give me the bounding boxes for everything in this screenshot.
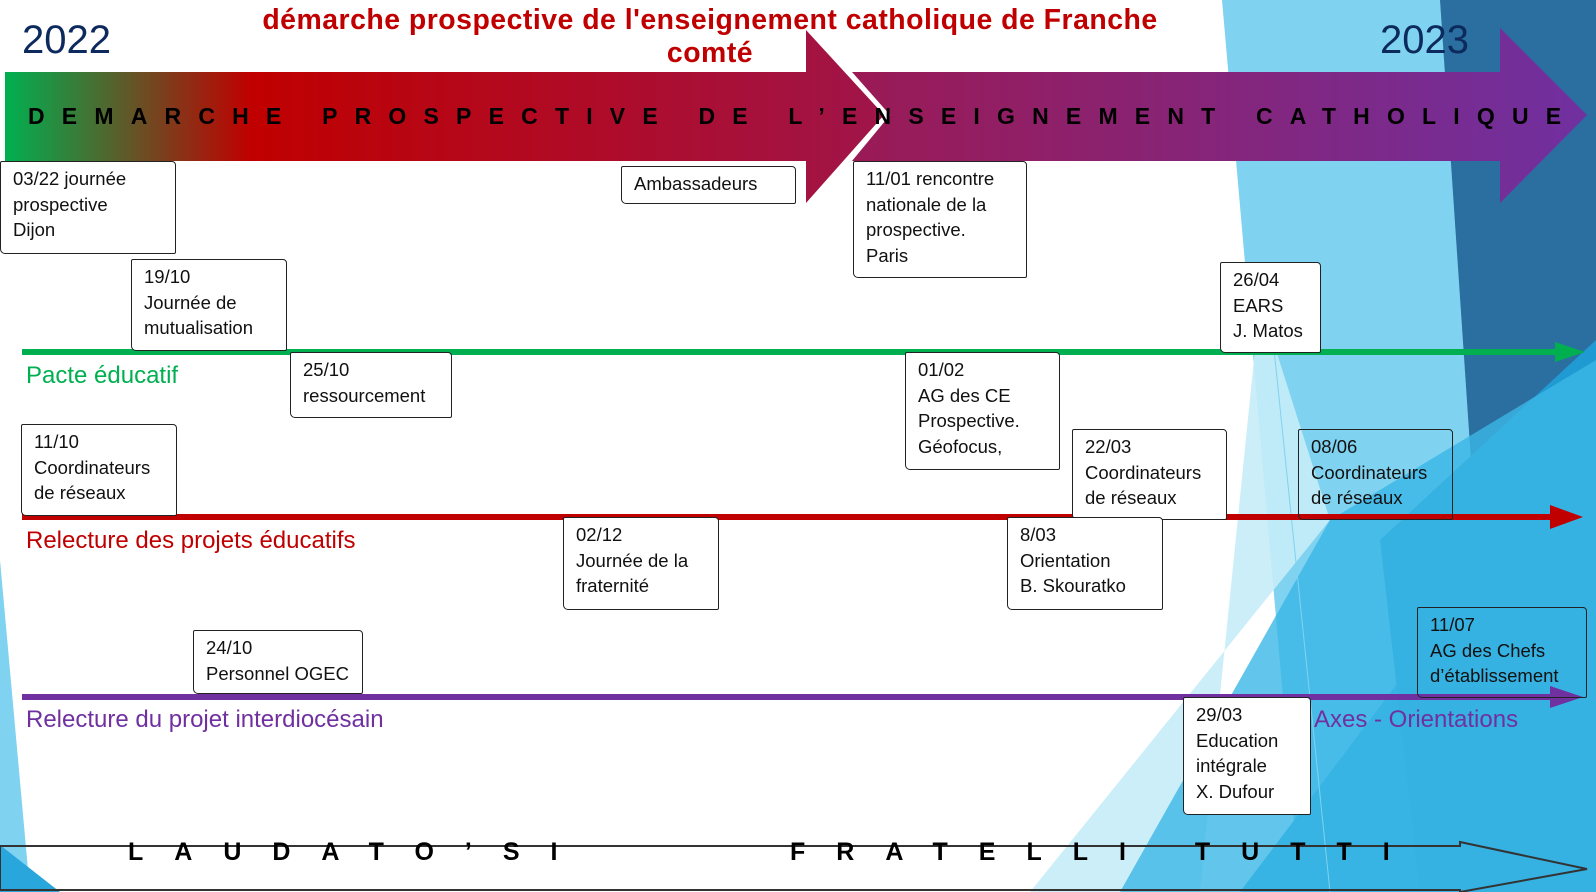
fratelli-tutti-text: FRATELLI TUTTI xyxy=(790,838,1421,866)
red-arrow-head xyxy=(1550,505,1583,529)
track-label-projets: Relecture des projets éducatifs xyxy=(26,527,356,554)
page-title: démarche prospective de l'enseignement c… xyxy=(262,4,1158,69)
event-box: 24/10 Personnel OGEC xyxy=(193,630,363,694)
track-label-pacte: Pacte éducatif xyxy=(26,362,179,389)
event-box: 8/03 Orientation B. Skouratko xyxy=(1007,517,1163,610)
green-arrow-head xyxy=(1555,342,1585,362)
event-box: 26/04 EARS J. Matos xyxy=(1220,262,1321,353)
year-start: 2022 xyxy=(22,18,111,62)
event-box: Ambassadeurs xyxy=(621,166,796,204)
track-label-interdiocesain: Relecture du projet interdiocésain xyxy=(26,706,384,733)
event-box: 11/10 Coordinateurs de réseaux xyxy=(21,424,177,516)
track-line-projets xyxy=(22,514,1557,520)
banner-arrow-2022 xyxy=(5,30,884,203)
track-line-pacte xyxy=(22,349,1562,355)
event-box: 08/06 Coordinateurs de réseaux xyxy=(1298,429,1453,520)
year-end: 2023 xyxy=(1380,18,1469,62)
event-box: 11/01 rencontre nationale de la prospect… xyxy=(853,161,1027,278)
event-box: 22/03 Coordinateurs de réseaux xyxy=(1072,429,1227,520)
banner-arrow-2023 xyxy=(852,28,1587,203)
event-box: 11/07 AG des Chefs d’établissement xyxy=(1417,607,1587,698)
event-box: 02/12 Journée de la fraternité xyxy=(563,517,719,610)
event-box: 19/10 Journée de mutualisation xyxy=(131,259,287,351)
bottom-arrow xyxy=(0,840,1588,892)
banner-text: DEMARCHE PROSPECTIVE DE L’ENSEIGNEMENT C… xyxy=(28,103,1579,129)
event-box: 03/22 journée prospective Dijon xyxy=(0,161,176,254)
axes-orientations-label: Axes - Orientations xyxy=(1314,706,1519,733)
track-line-interdiocesain xyxy=(22,694,1557,700)
event-box: 29/03 Education intégrale X. Dufour xyxy=(1183,697,1311,815)
event-box: 25/10 ressourcement xyxy=(290,352,452,418)
laudato-si-text: LAUDATO’SI xyxy=(128,838,589,866)
event-box: 01/02 AG des CE Prospective. Géofocus, xyxy=(905,352,1060,470)
